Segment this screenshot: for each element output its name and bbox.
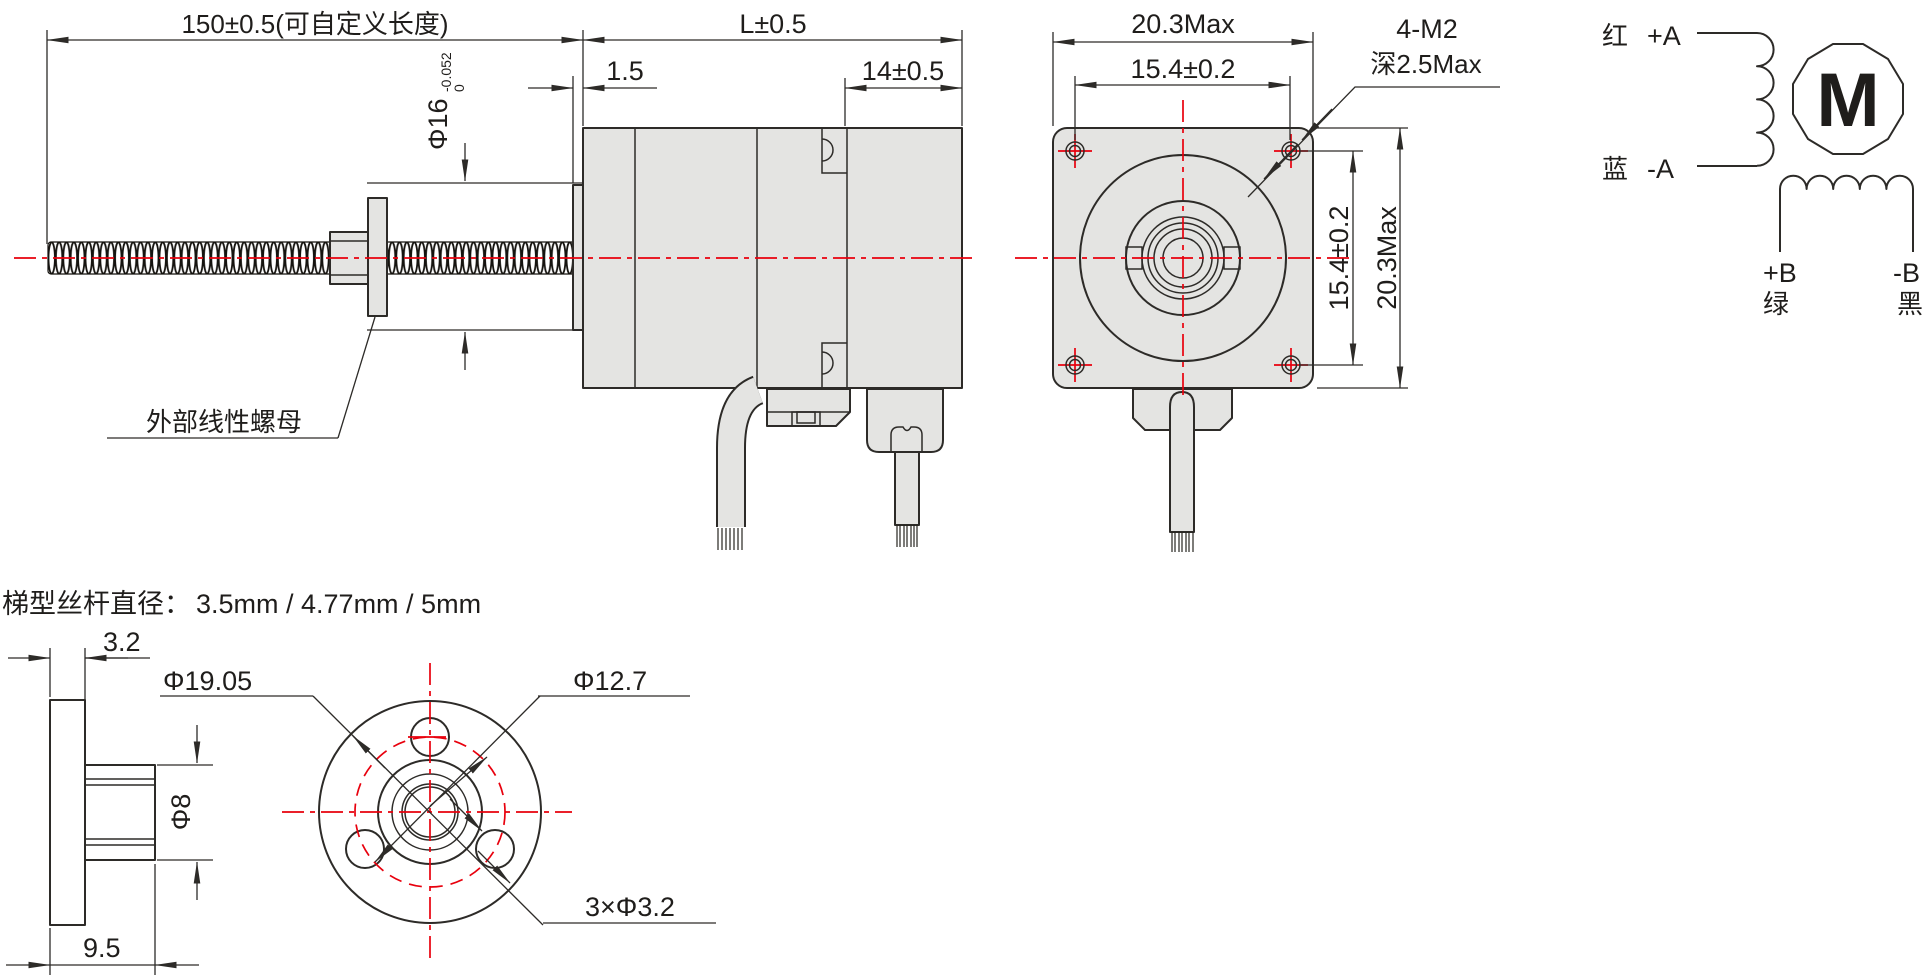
nut-detail-side: 3.2 Φ8 9.5 <box>6 627 213 975</box>
motor-symbol-circle <box>1792 43 1904 155</box>
wire-a-neg-color: 蓝 <box>1602 154 1628 184</box>
wire-b-neg-color: 黑 <box>1897 289 1923 319</box>
dim-front-width: 20.3Max <box>1131 9 1235 39</box>
nut-side-dimensions: 3.2 Φ8 9.5 <box>6 627 213 975</box>
nut-detail-front: Φ19.05 Φ12.7 3×Φ3.2 <box>160 663 716 960</box>
front-view-dimensions: 20.3Max 15.4±0.2 4-M2 深2.5Max 15.4±0.2 2… <box>1052 9 1500 389</box>
screw-spec-values: 3.5mm / 4.77mm / 5mm <box>196 589 481 619</box>
svg-text:Φ16: Φ16 <box>423 98 453 150</box>
shaft-tolerance-lower: -0.052 <box>438 52 454 92</box>
screw-spec-label: 梯型丝杆直径： <box>2 589 191 619</box>
motor-cable-left <box>716 375 765 550</box>
dim-shaft-diameter: Φ16 0 -0.052 <box>423 52 467 150</box>
dim-overall-length: 150±0.5(可自定义长度) <box>181 9 448 39</box>
motor-connector-right <box>866 388 944 547</box>
front-strands <box>1171 532 1194 552</box>
bolt-circle <box>354 736 506 888</box>
wire-exit-block <box>766 388 851 427</box>
dim-flange-thickness: 3.2 <box>103 627 141 657</box>
dim-nut-outer-dia: Φ19.05 <box>163 666 252 696</box>
screw-spec-note: 梯型丝杆直径： 3.5mm / 4.77mm / 5mm <box>2 589 481 619</box>
connector-strands <box>896 525 918 547</box>
front-view: 20.3Max 15.4±0.2 4-M2 深2.5Max 15.4±0.2 2… <box>1015 9 1500 552</box>
coil-phase-a <box>1756 32 1775 167</box>
motor-symbol-label: M <box>1816 58 1879 143</box>
nut-front-dimensions: Φ19.05 Φ12.7 3×Φ3.2 <box>160 666 716 926</box>
dim-rear-length: 14±0.5 <box>862 56 944 86</box>
dim-nut-barrel-dia: Φ8 <box>166 794 196 831</box>
shaft-tolerance-upper: 0 <box>451 84 467 92</box>
wire-b-pos-label: +B <box>1763 258 1797 288</box>
nut-callout-label: 外部线性螺母 <box>146 407 302 437</box>
external-nut-side <box>329 197 388 317</box>
dim-boss-length: 1.5 <box>606 56 644 86</box>
wire-a-pos-label: +A <box>1647 21 1681 51</box>
dim-front-hole-pitch-h: 15.4±0.2 <box>1131 54 1236 84</box>
wire-b-pos-color: 绿 <box>1763 289 1789 319</box>
wire-a-neg-label: -A <box>1647 154 1674 184</box>
dim-nut-length: 9.5 <box>83 933 121 963</box>
dim-front-hole-pitch-v: 15.4±0.2 <box>1324 206 1354 311</box>
side-view: 150±0.5(可自定义长度) L±0.5 1.5 14±0.5 Φ16 0 -… <box>14 9 975 550</box>
dim-bolt-circle: Φ12.7 <box>573 666 647 696</box>
cable-strands <box>717 528 743 550</box>
side-view-dimensions: 150±0.5(可自定义长度) L±0.5 1.5 14±0.5 Φ16 0 -… <box>46 9 963 439</box>
dim-mount-holes: 3×Φ3.2 <box>585 892 675 922</box>
front-connector <box>1132 388 1233 552</box>
coil-phase-b <box>1779 174 1914 252</box>
wire-b-neg-label: -B <box>1893 258 1920 288</box>
nut-hole-right <box>475 829 515 869</box>
dim-body-length: L±0.5 <box>739 9 806 39</box>
tap-callout-line2: 深2.5Max <box>1370 49 1481 79</box>
wire-a-pos-color: 红 <box>1602 21 1628 51</box>
tap-callout-line1: 4-M2 <box>1396 14 1458 44</box>
dim-front-height: 20.3Max <box>1372 206 1402 310</box>
wiring-diagram: 红 +A 蓝 -A M +B 绿 -B 黑 <box>1602 21 1923 319</box>
